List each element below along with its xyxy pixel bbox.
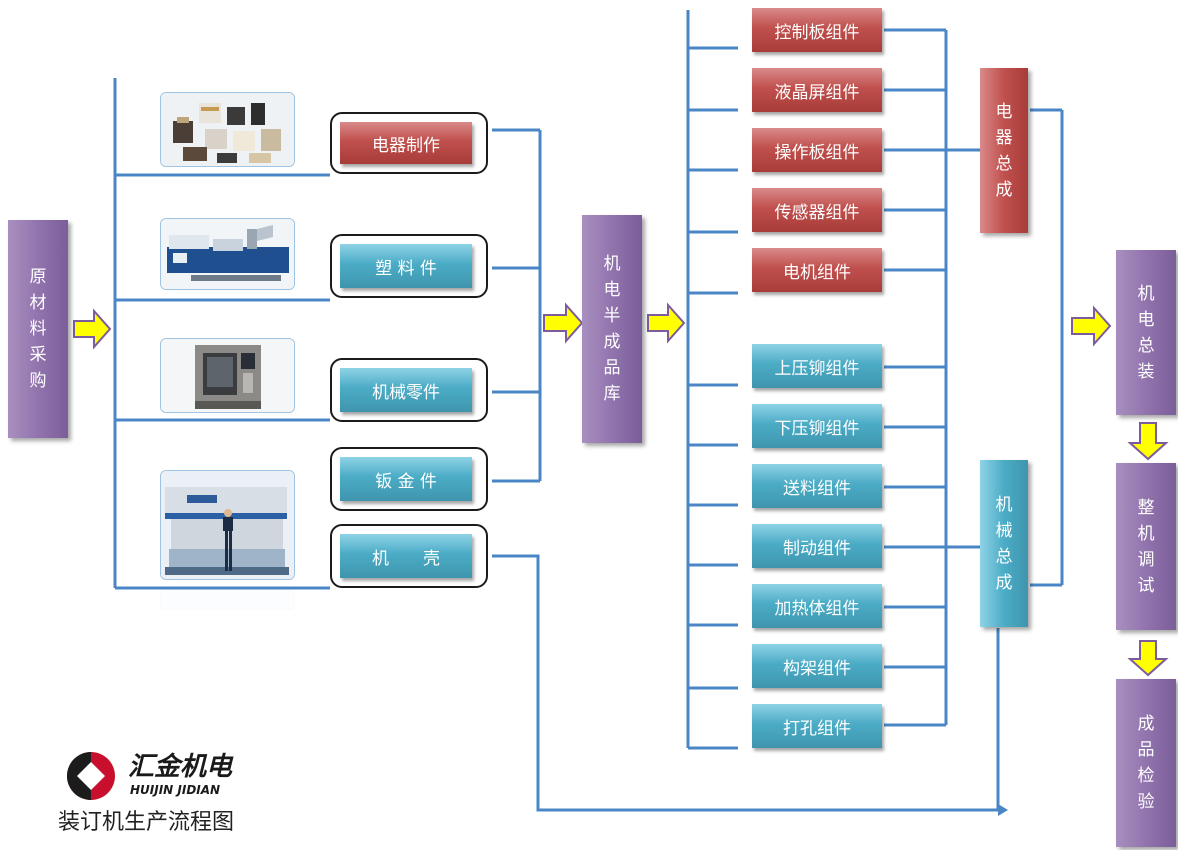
purchase-char: 采: [30, 342, 47, 368]
warehouse-box: 机 电 半 成 品 库: [582, 215, 642, 443]
component-lcd: 液晶屏组件: [752, 68, 882, 112]
component-label: 控制板组件: [775, 18, 860, 43]
source-frame-electrical: 电器制作: [330, 112, 488, 174]
final-char: 总: [1138, 333, 1155, 359]
source-frame-plastic: 塑 料 件: [330, 234, 488, 298]
assembly-char: 器: [996, 125, 1013, 151]
purchase-box: 原 材 料 采 购: [8, 220, 68, 438]
source-label: 塑 料 件: [375, 254, 437, 279]
purchase-char: 料: [30, 316, 47, 342]
debugging-box: 整 机 调 试: [1116, 463, 1176, 630]
purchase-char: 购: [30, 368, 47, 394]
final-assembly-box: 机 电 总 装: [1116, 250, 1176, 415]
warehouse-char: 库: [604, 381, 621, 407]
source-electrical-button: 电器制作: [340, 122, 472, 164]
electric-assembly-box: 电 器 总 成: [980, 68, 1028, 233]
assembly-char: 成: [996, 177, 1013, 203]
assembly-char: 总: [996, 544, 1013, 570]
component-label: 打孔组件: [783, 714, 851, 739]
source-label: 钣 金 件: [375, 467, 437, 492]
company-logo-icon: [65, 750, 117, 802]
component-label: 操作板组件: [775, 138, 860, 163]
diagram-caption: 装订机生产流程图: [58, 808, 298, 838]
source-label: 电器制作: [372, 131, 440, 156]
final-char: 整: [1138, 495, 1155, 521]
component-lower-rivet: 下压铆组件: [752, 404, 882, 448]
final-char: 机: [1138, 521, 1155, 547]
electrical-parts-photo: [160, 92, 295, 167]
final-char: 装: [1138, 359, 1155, 385]
component-sensor: 传感器组件: [752, 188, 882, 232]
purchase-char: 原: [30, 264, 47, 290]
warehouse-char: 成: [604, 329, 621, 355]
final-char: 成: [1138, 711, 1155, 737]
component-frame: 构架组件: [752, 644, 882, 688]
final-char: 调: [1138, 547, 1155, 573]
component-upper-rivet: 上压铆组件: [752, 344, 882, 388]
source-frame-shell: 机 壳: [330, 524, 488, 588]
warehouse-char: 电: [604, 277, 621, 303]
component-label: 下压铆组件: [775, 414, 860, 439]
assembly-char: 机: [996, 492, 1013, 518]
cnc-machine-photo: [160, 338, 295, 413]
source-label: 机械零件: [372, 378, 440, 403]
final-char: 机: [1138, 281, 1155, 307]
source-frame-sheet-metal: 钣 金 件: [330, 447, 488, 511]
inspection-box: 成 品 检 验: [1116, 679, 1176, 847]
warehouse-char: 机: [604, 251, 621, 277]
assembly-char: 成: [996, 570, 1013, 596]
component-feeder: 送料组件: [752, 464, 882, 508]
source-shell-button: 机 壳: [340, 534, 472, 578]
source-label: 机 壳: [372, 544, 440, 569]
component-label: 加热体组件: [775, 594, 860, 619]
brand-name-en: HUIJIN JIDIAN: [130, 782, 270, 798]
component-label: 液晶屏组件: [775, 78, 860, 103]
final-char: 电: [1138, 307, 1155, 333]
injection-molding-machine-photo: [160, 218, 295, 290]
final-char: 验: [1138, 789, 1155, 815]
component-motor: 电机组件: [752, 248, 882, 292]
component-heater: 加热体组件: [752, 584, 882, 628]
brand-name: 汇金机电: [128, 752, 268, 782]
final-char: 品: [1138, 737, 1155, 763]
component-label: 电机组件: [783, 258, 851, 283]
component-label: 送料组件: [783, 474, 851, 499]
assembly-char: 电: [996, 99, 1013, 125]
component-brake: 制动组件: [752, 524, 882, 568]
source-sheet-metal-button: 钣 金 件: [340, 457, 472, 501]
assembly-char: 总: [996, 151, 1013, 177]
component-label: 传感器组件: [775, 198, 860, 223]
component-operation-board: 操作板组件: [752, 128, 882, 172]
source-mechanical-button: 机械零件: [340, 368, 472, 412]
press-brake-reflection: [160, 590, 295, 610]
mechanical-assembly-box: 机 械 总 成: [980, 460, 1028, 627]
assembly-char: 械: [996, 518, 1013, 544]
component-punch: 打孔组件: [752, 704, 882, 748]
warehouse-char: 半: [604, 303, 621, 329]
press-brake-photo: [160, 470, 295, 580]
purchase-char: 材: [30, 290, 47, 316]
component-control-board: 控制板组件: [752, 8, 882, 52]
warehouse-char: 品: [604, 355, 621, 381]
source-frame-mechanical: 机械零件: [330, 358, 488, 422]
component-label: 构架组件: [783, 654, 851, 679]
source-plastic-button: 塑 料 件: [340, 244, 472, 288]
component-label: 制动组件: [783, 534, 851, 559]
final-char: 试: [1138, 573, 1155, 599]
final-char: 检: [1138, 763, 1155, 789]
component-label: 上压铆组件: [775, 354, 860, 379]
